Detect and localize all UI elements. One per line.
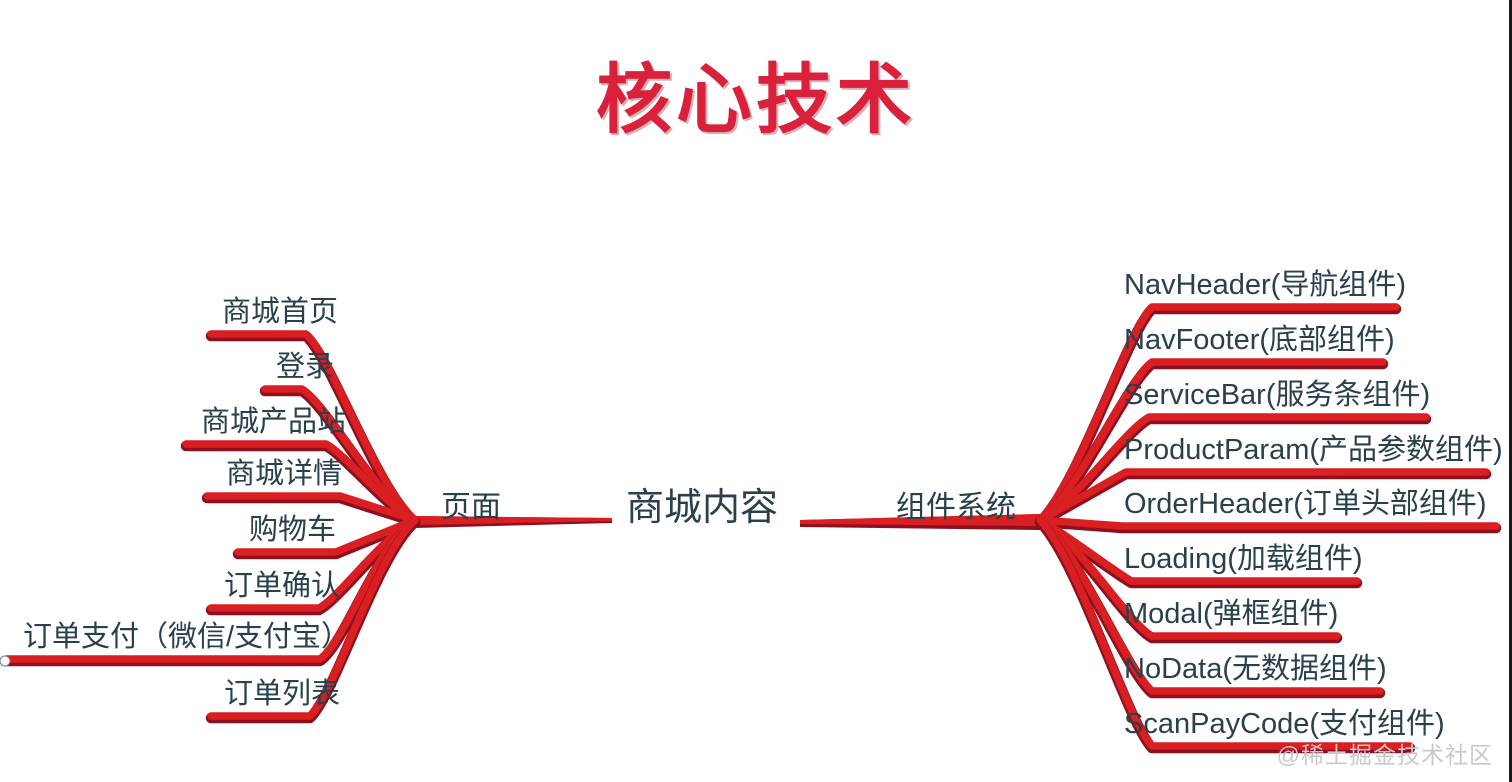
leaf-label-2-7[interactable]: Modal(弹框组件): [1124, 598, 1339, 630]
leaf-label-2-4[interactable]: ProductParam(产品参数组件): [1124, 434, 1503, 466]
leaf-label-2-9[interactable]: ScanPayCode(支付组件): [1124, 708, 1445, 740]
leaf-label-1-2[interactable]: 登录: [275, 351, 334, 383]
leaf-label-2-3[interactable]: ServiceBar(服务条组件): [1124, 379, 1431, 411]
leaf-label-2-2[interactable]: NavFooter(底部组件): [1124, 324, 1395, 356]
leaf-label-1-1[interactable]: 商城首页: [221, 296, 338, 328]
leaf-label-1-3[interactable]: 商城产品站: [200, 406, 346, 438]
leaf-label-2-6[interactable]: Loading(加载组件): [1124, 543, 1363, 575]
leaf-label-2-1[interactable]: NavHeader(导航组件): [1124, 269, 1406, 301]
branch-node-1[interactable]: 页面: [441, 491, 501, 524]
watermark: @稀土掘金技术社区: [1276, 742, 1493, 768]
branch-line: [1036, 468, 1490, 524]
branch-line: [207, 516, 419, 720]
leaf-label-2-5[interactable]: OrderHeader(订单头部组件): [1124, 488, 1487, 520]
page-title: 核心技术: [596, 55, 916, 144]
branch-line: [1036, 516, 1414, 750]
leaf-label-1-6[interactable]: 订单确认: [223, 570, 340, 602]
branch-line: [203, 492, 419, 524]
leaf-label-1-4[interactable]: 商城详情: [225, 458, 342, 490]
leaf-label-2-8[interactable]: NoData(无数据组件): [1124, 653, 1387, 685]
branch-line: [1036, 516, 1500, 530]
leaf-label-1-8[interactable]: 订单列表: [223, 678, 340, 710]
branch-stem: [800, 514, 1040, 526]
center-node-label[interactable]: 商城内容: [625, 487, 779, 529]
leaf-label-1-5[interactable]: 购物车: [248, 514, 336, 546]
selection-handle-icon[interactable]: [0, 655, 11, 667]
leaf-label-1-7[interactable]: 订单支付（微信/支付宝）: [22, 621, 350, 653]
branch-paths: [0, 303, 1502, 754]
branch-line: [207, 330, 419, 524]
branch-stem: [415, 516, 612, 525]
branch-node-2[interactable]: 组件系统: [896, 491, 1016, 524]
